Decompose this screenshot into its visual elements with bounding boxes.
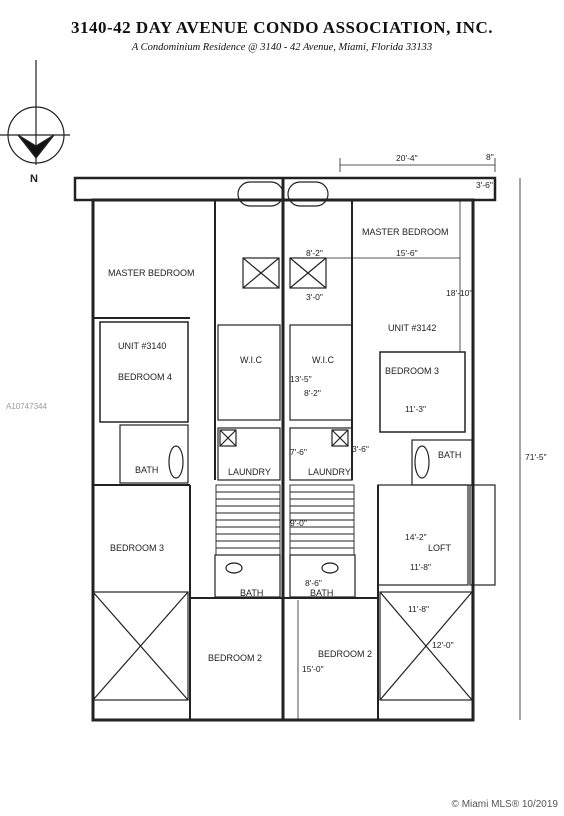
room-master-left: MASTER BEDROOM [108, 268, 195, 278]
room-bedroom2-left: BEDROOM 2 [208, 653, 262, 663]
room-bedroom3-left: BEDROOM 3 [110, 543, 164, 553]
room-bath-lower-right: BATH [310, 588, 333, 598]
dim-wic-height: 13'-5" [290, 374, 312, 384]
dim-top-depth: 3'-6" [476, 180, 493, 190]
dim-master-depth: 18'-10" [446, 288, 472, 298]
listing-id-watermark: A10747344 [6, 402, 47, 411]
dim-laundry-width: 3'-6" [352, 444, 369, 454]
dim-laundry-height: 7'-6" [290, 447, 307, 457]
room-loft: LOFT [428, 543, 452, 553]
unit-label-right: UNIT #3142 [388, 323, 436, 333]
room-bedroom3-right: BEDROOM 3 [385, 366, 439, 376]
dim-overall-depth: 71'-5" [525, 452, 547, 462]
room-wic-right: W.I.C [312, 355, 334, 365]
dim-bedroom2-height: 15'-0" [302, 664, 324, 674]
room-master-right: MASTER BEDROOM [362, 227, 449, 237]
dim-loft-width: 11'-8" [410, 562, 431, 572]
dim-top-width: 20'-4" [396, 153, 418, 163]
page-title: 3140-42 DAY AVENUE CONDO ASSOCIATION, IN… [71, 18, 493, 37]
dim-lower-height: 12'-0" [432, 640, 454, 650]
unit-label-left: UNIT #3140 [118, 341, 166, 351]
room-bath-right: BATH [438, 450, 461, 460]
dim-loft-height: 14'-2" [405, 532, 427, 542]
north-arrow-icon [0, 60, 70, 165]
dim-lower-width: 11'-8" [408, 604, 429, 614]
dim-bedroom3-height: 11'-3" [405, 404, 426, 414]
page-subtitle: A Condominium Residence @ 3140 - 42 Aven… [131, 42, 433, 53]
dim-master-length: 15'-6" [396, 248, 418, 258]
dim-closet: 3'-0" [306, 292, 323, 302]
mls-watermark: © Miami MLS® 10/2019 [451, 799, 558, 810]
dim-stair: 9'-0" [290, 518, 307, 528]
dim-wic-width: 8'-2" [304, 388, 321, 398]
dim-master-width: 8'-2" [306, 248, 323, 258]
dim-top-overhang: 8" [486, 152, 494, 162]
compass-label: N [30, 173, 38, 185]
room-wic-left: W.I.C [240, 355, 262, 365]
room-laundry-right: LAUNDRY [308, 467, 351, 477]
roof-overhang [73, 176, 497, 202]
room-bath-left: BATH [135, 465, 158, 475]
room-laundry-left: LAUNDRY [228, 467, 271, 477]
room-bedroom4-left: BEDROOM 4 [118, 372, 172, 382]
room-bath-lower-left: BATH [240, 588, 263, 598]
room-bedroom2-right: BEDROOM 2 [318, 649, 372, 659]
dim-bath-width: 8'-6" [305, 578, 322, 588]
